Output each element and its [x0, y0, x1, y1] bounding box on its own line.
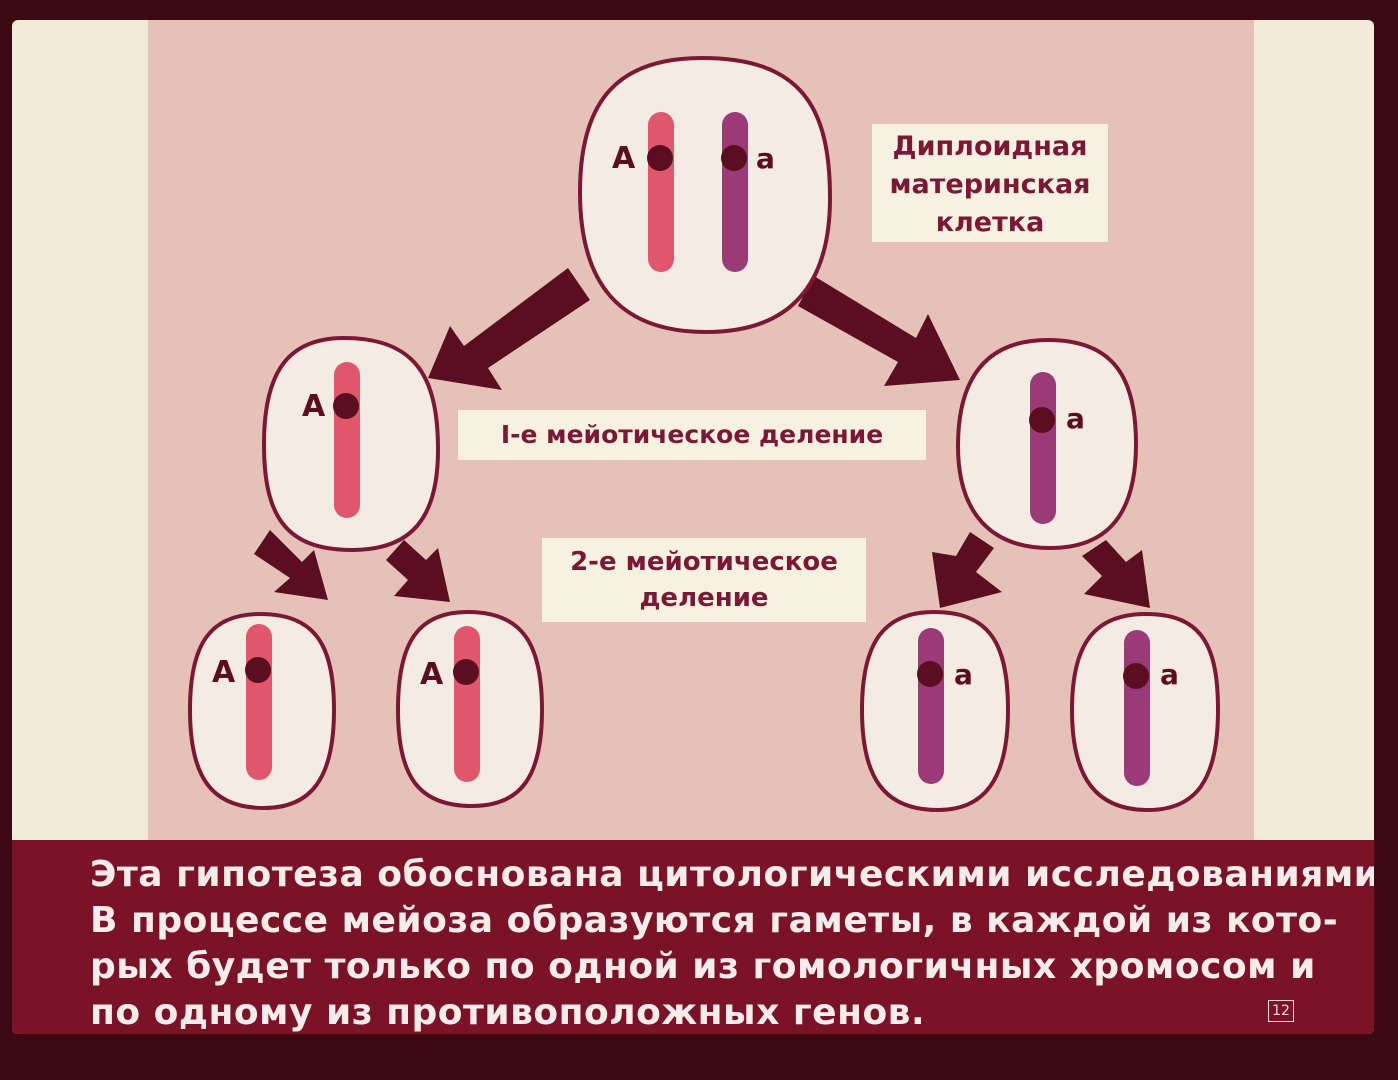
parent-cell-label-line: Диплоидная	[892, 131, 1088, 162]
caption-area: Эта гипотеза обоснована цитологическими …	[12, 840, 1374, 1034]
arrow-parent-to-right	[798, 276, 960, 386]
division2-label-line: деление	[639, 583, 769, 613]
allele-label-recessive: а	[1066, 402, 1085, 435]
parent-cell: А а	[577, 55, 833, 335]
allele-label-recessive: а	[954, 658, 973, 691]
chromosome-recessive	[722, 112, 748, 272]
meiosis-diagram: А а А а А	[187, 55, 1221, 813]
centromere	[453, 659, 479, 685]
parent-cell-label: Диплоидная материнская клетка	[872, 124, 1108, 242]
allele-label-dominant: А	[302, 389, 326, 424]
chromosome-recessive	[1124, 630, 1150, 786]
centromere	[245, 657, 271, 683]
caption-line: Эта гипотеза обоснована цитологическими …	[90, 854, 1374, 895]
caption-line: рых будет только по одной из гомологичны…	[90, 946, 1316, 987]
caption-line: В процессе мейоза образуются гаметы, в к…	[90, 900, 1339, 941]
chromosome-dominant	[246, 624, 272, 780]
centromere	[721, 145, 747, 171]
arrow-right-to-gamete4	[1082, 540, 1150, 608]
chromosome-dominant	[648, 112, 674, 272]
allele-label-recessive: а	[1160, 658, 1179, 691]
arrow-parent-to-left	[428, 268, 590, 390]
allele-label-dominant: А	[420, 657, 444, 692]
parent-cell-label-line: клетка	[935, 207, 1045, 238]
parent-cell-label-line: материнская	[889, 169, 1091, 200]
arrow-left-to-gamete2	[386, 540, 450, 602]
centromere	[917, 661, 943, 687]
centromere	[1029, 407, 1055, 433]
division2-label: 2-е мейотическое деление	[542, 538, 866, 622]
parent-cell-membrane	[577, 55, 833, 335]
caption-line: по одному из противоположных генов.	[90, 992, 926, 1033]
allele-label-dominant: А	[612, 141, 636, 176]
gamete-cell-1: А	[187, 611, 337, 811]
allele-label-dominant: А	[212, 655, 236, 690]
slide: А а А а А	[12, 20, 1374, 1034]
page-number: 12	[1268, 1000, 1294, 1022]
centromere	[333, 393, 359, 419]
arrows	[254, 268, 1150, 608]
gamete-cell-3: а	[859, 609, 1011, 813]
centromere	[1123, 663, 1149, 689]
chromosome-dominant	[454, 626, 480, 782]
chromosome-dominant	[334, 362, 360, 518]
centromere	[647, 145, 673, 171]
division1-label: I-е мейотическое деление	[458, 410, 926, 460]
daughter-cell-recessive: а	[955, 337, 1139, 551]
gamete-cell-2: А	[395, 609, 545, 809]
gamete-cell-4: а	[1069, 611, 1221, 813]
arrow-left-to-gamete1	[254, 530, 328, 600]
allele-label-recessive: а	[756, 142, 775, 175]
daughter-cell-dominant: А	[261, 335, 441, 553]
chromosome-recessive	[1030, 372, 1056, 524]
division2-label-line: 2-е мейотическое	[570, 547, 838, 577]
chromosome-recessive	[918, 628, 944, 784]
arrow-right-to-gamete3	[932, 532, 1002, 608]
